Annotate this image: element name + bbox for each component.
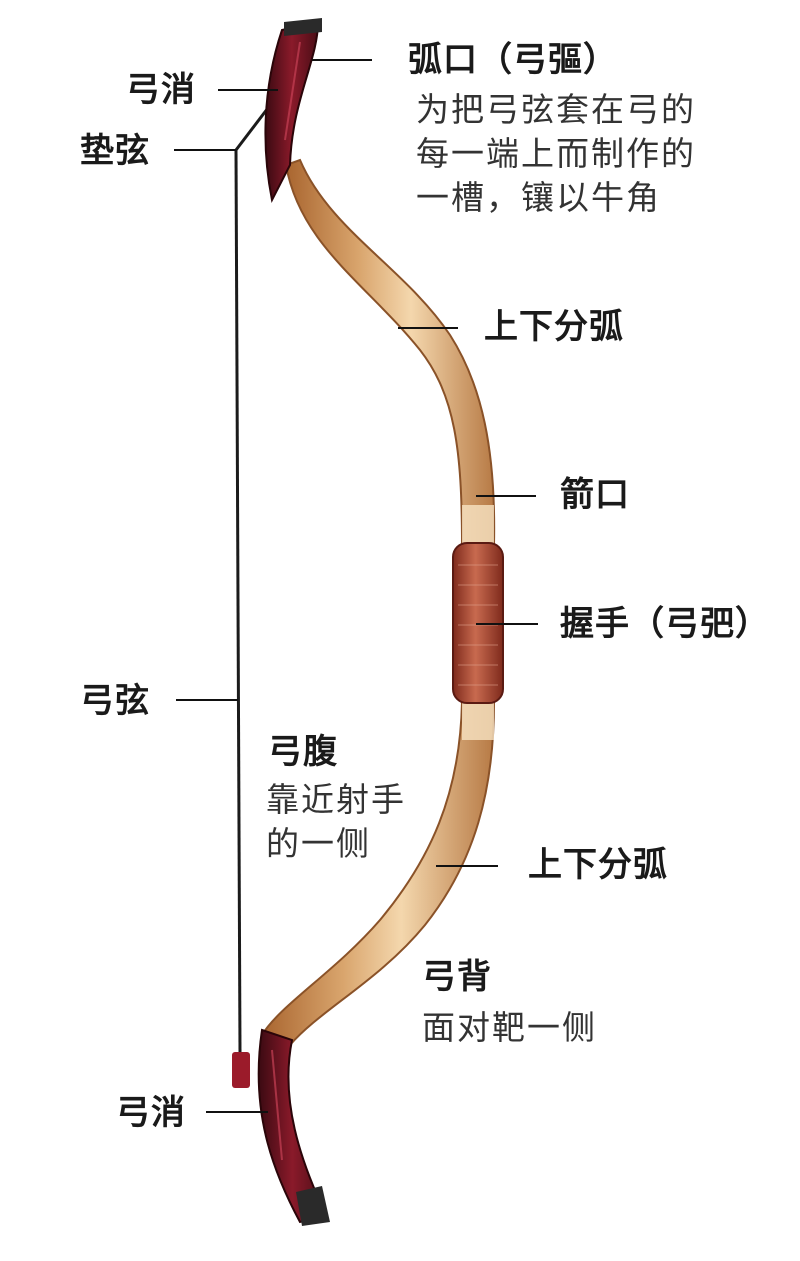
upper-tip-highlight bbox=[284, 41, 301, 141]
upper-nock-cap bbox=[284, 18, 322, 36]
upper-tip-siyah bbox=[264, 20, 320, 204]
label-belly: 弓腹 bbox=[268, 732, 338, 772]
lower-nock-cap bbox=[296, 1186, 330, 1226]
label-string-pad: 垫弦 bbox=[80, 131, 150, 171]
arrow-rest-plate bbox=[462, 505, 494, 545]
label-grip: 握手（弓弝） bbox=[560, 604, 770, 644]
lower-plate bbox=[462, 702, 494, 740]
label-back: 弓背 bbox=[422, 957, 492, 997]
grip-texture bbox=[458, 564, 498, 686]
bowstring-line bbox=[234, 149, 242, 1053]
label-back-desc: 面对靶一侧 bbox=[422, 1008, 597, 1047]
label-belly-desc: 靠近射手 的一侧 bbox=[266, 780, 406, 863]
label-nock: 弧口（弓彄） bbox=[408, 40, 618, 80]
label-bowstring: 弓弦 bbox=[80, 681, 150, 721]
label-nock-desc: 为把弓弦套在弓的 每一端上而制作的 一槽，镶以牛角 bbox=[416, 90, 696, 217]
leader-lines bbox=[174, 59, 538, 1113]
string-pad-lower bbox=[232, 1052, 250, 1088]
label-limb-lower: 上下分弧 bbox=[528, 845, 668, 885]
label-tip-bottom: 弓消 bbox=[116, 1093, 186, 1133]
label-arrow-rest: 箭口 bbox=[560, 475, 630, 515]
lower-tip-highlight bbox=[271, 1049, 283, 1161]
label-limb-upper: 上下分弧 bbox=[484, 307, 624, 347]
label-tip-top: 弓消 bbox=[126, 70, 196, 110]
